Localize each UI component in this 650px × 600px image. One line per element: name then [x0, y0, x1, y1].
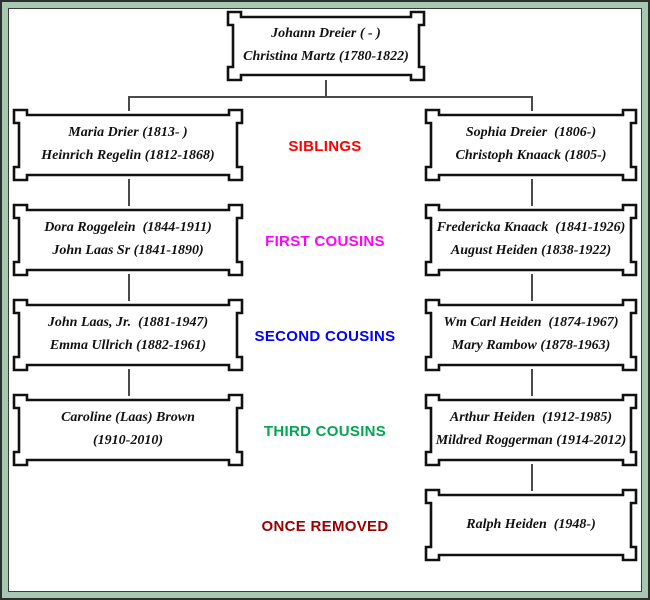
- plaque-frame: [12, 393, 244, 467]
- relationship-label-third-cousins: THIRD COUSINS: [263, 423, 387, 440]
- connector-line: [531, 179, 533, 206]
- person-box-text: John Laas, Jr. (1881-1947) Emma Ullrich …: [14, 300, 242, 370]
- person-name-line: Dora Roggelein (1844-1911): [44, 220, 212, 236]
- person-name-line: Ralph Heiden (1948-): [466, 516, 596, 532]
- connector-line: [531, 369, 533, 396]
- connector-line: [128, 179, 130, 206]
- person-name-line: Maria Drier (1813- ): [68, 125, 188, 141]
- person-name-line: Mildred Roggerman (1914-2012): [435, 433, 627, 448]
- person-box-text: Dora Roggelein (1844-1911) John Laas Sr …: [14, 205, 242, 275]
- person-box-maria-drier: Maria Drier (1813- ) Heinrich Regelin (1…: [12, 108, 244, 182]
- person-name-line: Christoph Knaack (1805-): [455, 148, 607, 163]
- plaque-frame: [12, 298, 244, 372]
- plaque-frame: [12, 203, 244, 277]
- person-name-line: Arthur Heiden (1912-1985): [449, 410, 613, 426]
- plaque-frame: [424, 488, 638, 562]
- person-box-text: Wm Carl Heiden (1874-1967) Mary Rambow (…: [426, 300, 636, 370]
- plaque-frame: [424, 298, 638, 372]
- connector-line: [128, 96, 130, 111]
- person-name-line: August Heiden (1838-1922): [450, 243, 612, 258]
- person-box-john-laas-jr: John Laas, Jr. (1881-1947) Emma Ullrich …: [12, 298, 244, 372]
- plaque-frame: [424, 393, 638, 467]
- connector-line: [531, 96, 533, 111]
- person-box-text: Arthur Heiden (1912-1985) Mildred Rogger…: [426, 395, 636, 465]
- person-box-text: Caroline (Laas) Brown (1910-2010): [14, 395, 242, 465]
- person-box-caroline-laas-brown: Caroline (Laas) Brown (1910-2010): [12, 393, 244, 467]
- person-box-text: Fredericka Knaack (1841-1926) August Hei…: [426, 205, 636, 275]
- diagram-area: Johann Dreier ( - ) Christina Martz (178…: [8, 8, 642, 592]
- person-name-line: (1910-2010): [93, 433, 163, 448]
- connector-line: [531, 274, 533, 301]
- person-name-line: Mary Rambow (1878-1963): [451, 338, 611, 353]
- connector-line: [128, 369, 130, 396]
- person-name-line: Caroline (Laas) Brown: [61, 410, 195, 426]
- connector-line: [128, 274, 130, 301]
- person-box-text: Johann Dreier ( - ) Christina Martz (178…: [228, 12, 424, 80]
- person-name-line: John Laas Sr (1841-1890): [52, 243, 204, 258]
- person-box-text: Ralph Heiden (1948-): [426, 490, 636, 560]
- connector-line: [531, 464, 533, 491]
- relationship-label-first-cousins: FIRST COUSINS: [265, 233, 385, 250]
- person-box-text: Maria Drier (1813- ) Heinrich Regelin (1…: [14, 110, 242, 180]
- person-name-line: Sophia Dreier (1806-): [465, 125, 597, 141]
- person-box-root-couple: Johann Dreier ( - ) Christina Martz (178…: [226, 10, 426, 82]
- connector-line: [128, 96, 533, 98]
- person-box-text: Sophia Dreier (1806-) Christoph Knaack (…: [426, 110, 636, 180]
- person-name-line: Christina Martz (1780-1822): [243, 49, 409, 64]
- person-name-line: Heinrich Regelin (1812-1868): [41, 148, 215, 163]
- relationship-label-second-cousins: SECOND COUSINS: [254, 328, 396, 345]
- person-box-fredericka-knaack: Fredericka Knaack (1841-1926) August Hei…: [424, 203, 638, 277]
- person-name-line: Emma Ullrich (1882-1961): [49, 338, 207, 353]
- person-name-line: Johann Dreier ( - ): [271, 26, 381, 42]
- relationship-label-siblings: SIBLINGS: [288, 138, 362, 155]
- plaque-frame: [12, 108, 244, 182]
- plaque-frame: [226, 10, 426, 82]
- person-box-ralph-heiden: Ralph Heiden (1948-): [424, 488, 638, 562]
- person-box-wm-carl-heiden: Wm Carl Heiden (1874-1967) Mary Rambow (…: [424, 298, 638, 372]
- plaque-frame: [424, 108, 638, 182]
- person-box-sophia-dreier: Sophia Dreier (1806-) Christoph Knaack (…: [424, 108, 638, 182]
- person-name-line: Wm Carl Heiden (1874-1967): [443, 315, 619, 331]
- person-name-line: John Laas, Jr. (1881-1947): [47, 315, 209, 331]
- person-box-dora-roggelein: Dora Roggelein (1844-1911) John Laas Sr …: [12, 203, 244, 277]
- relationship-label-once-removed: ONCE REMOVED: [261, 518, 389, 535]
- person-box-arthur-heiden: Arthur Heiden (1912-1985) Mildred Rogger…: [424, 393, 638, 467]
- connector-line: [325, 80, 327, 97]
- plaque-frame: [424, 203, 638, 277]
- person-name-line: Fredericka Knaack (1841-1926): [436, 220, 626, 236]
